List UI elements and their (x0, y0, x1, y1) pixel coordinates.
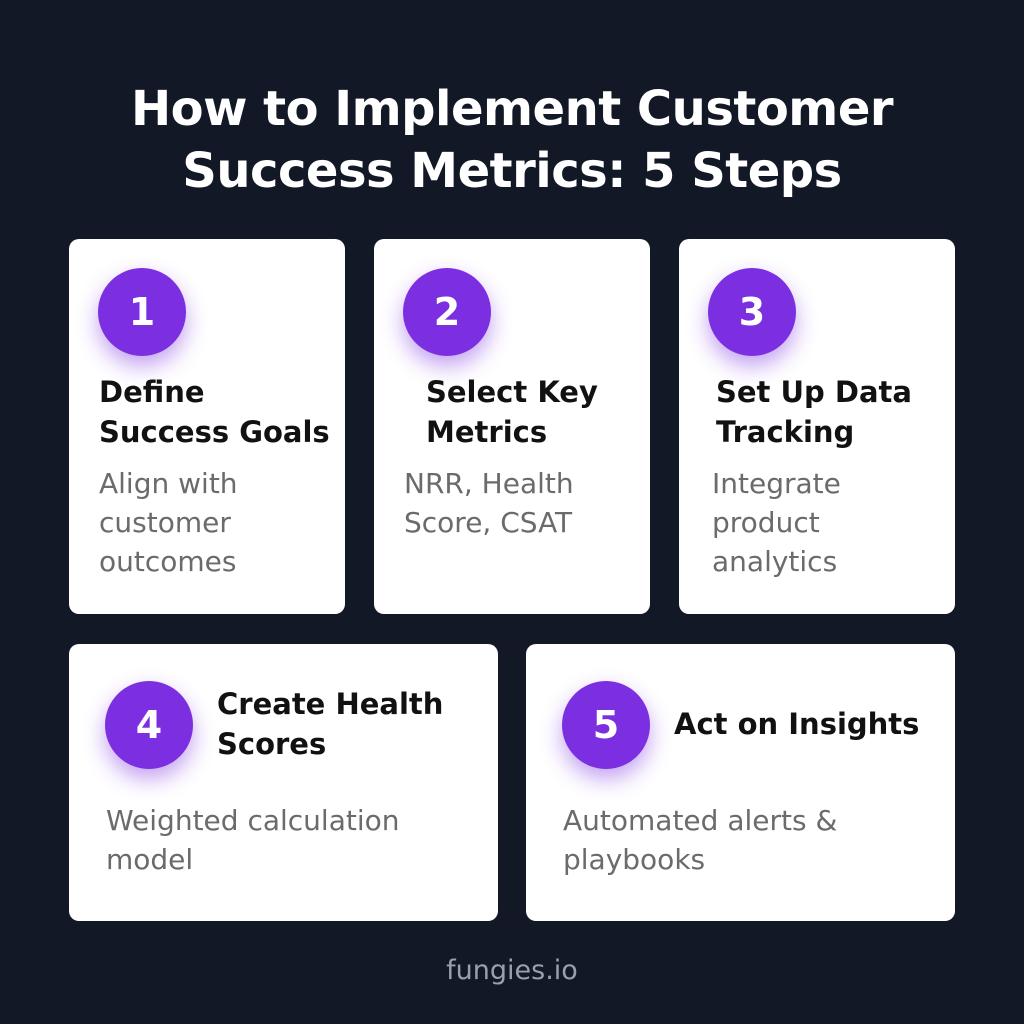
step-description-line: NRR, Health (404, 467, 574, 500)
step-heading: Create Health Scores (217, 684, 443, 764)
step-heading-line: Set Up Data (716, 375, 912, 409)
step-heading-line: Scores (217, 727, 327, 761)
step-description-line: Align with (99, 467, 238, 500)
step-heading: Define Success Goals (99, 372, 330, 452)
step-description-line: model (106, 843, 194, 876)
page-title-line-2: Success Metrics: 5 Steps (182, 143, 842, 199)
step-number-badge: 1 (98, 268, 186, 356)
step-description-line: product (712, 506, 820, 539)
step-description-line: analytics (712, 545, 838, 578)
footer-brand: fungies.io (446, 955, 578, 986)
step-number-badge: 5 (562, 681, 650, 769)
step-description-line: playbooks (563, 843, 706, 876)
step-card-4: 4 Create Health Scores Weighted calculat… (69, 644, 498, 921)
step-heading-line: Metrics (426, 415, 548, 449)
step-heading-line: Tracking (716, 415, 855, 449)
step-heading-line: Success Goals (99, 415, 330, 449)
step-heading-line: Create Health (217, 687, 444, 721)
step-description-line: Integrate (712, 467, 841, 500)
step-description: NRR, Health Score, CSAT (404, 464, 574, 542)
step-description: Automated alerts & playbooks (563, 801, 837, 879)
step-description-line: customer (99, 506, 231, 539)
step-number-badge: 2 (403, 268, 491, 356)
step-card-5: 5 Act on Insights Automated alerts & pla… (526, 644, 955, 921)
step-description-line: outcomes (99, 545, 237, 578)
step-description: Align with customer outcomes (99, 464, 238, 581)
step-heading-line: Select Key (426, 375, 598, 409)
step-number-badge: 3 (708, 268, 796, 356)
step-number-badge: 4 (105, 681, 193, 769)
step-description: Integrate product analytics (712, 464, 841, 581)
step-heading: Act on Insights (674, 704, 919, 744)
step-heading: Set Up Data Tracking (716, 372, 912, 452)
step-description-line: Automated alerts & (563, 804, 838, 837)
step-card-1: 1 Define Success Goals Align with custom… (69, 239, 345, 614)
page-title-line-1: How to Implement Customer (130, 81, 894, 137)
step-heading-line: Define (99, 375, 205, 409)
step-description-line: Score, CSAT (404, 506, 573, 539)
step-card-3: 3 Set Up Data Tracking Integrate product… (679, 239, 955, 614)
step-heading: Select Key Metrics (426, 372, 598, 452)
step-heading-line: Act on Insights (674, 707, 920, 741)
page-title: How to Implement Customer Success Metric… (0, 78, 1024, 202)
step-description: Weighted calculation model (106, 801, 400, 879)
step-description-line: Weighted calculation (106, 804, 400, 837)
step-card-2: 2 Select Key Metrics NRR, Health Score, … (374, 239, 650, 614)
